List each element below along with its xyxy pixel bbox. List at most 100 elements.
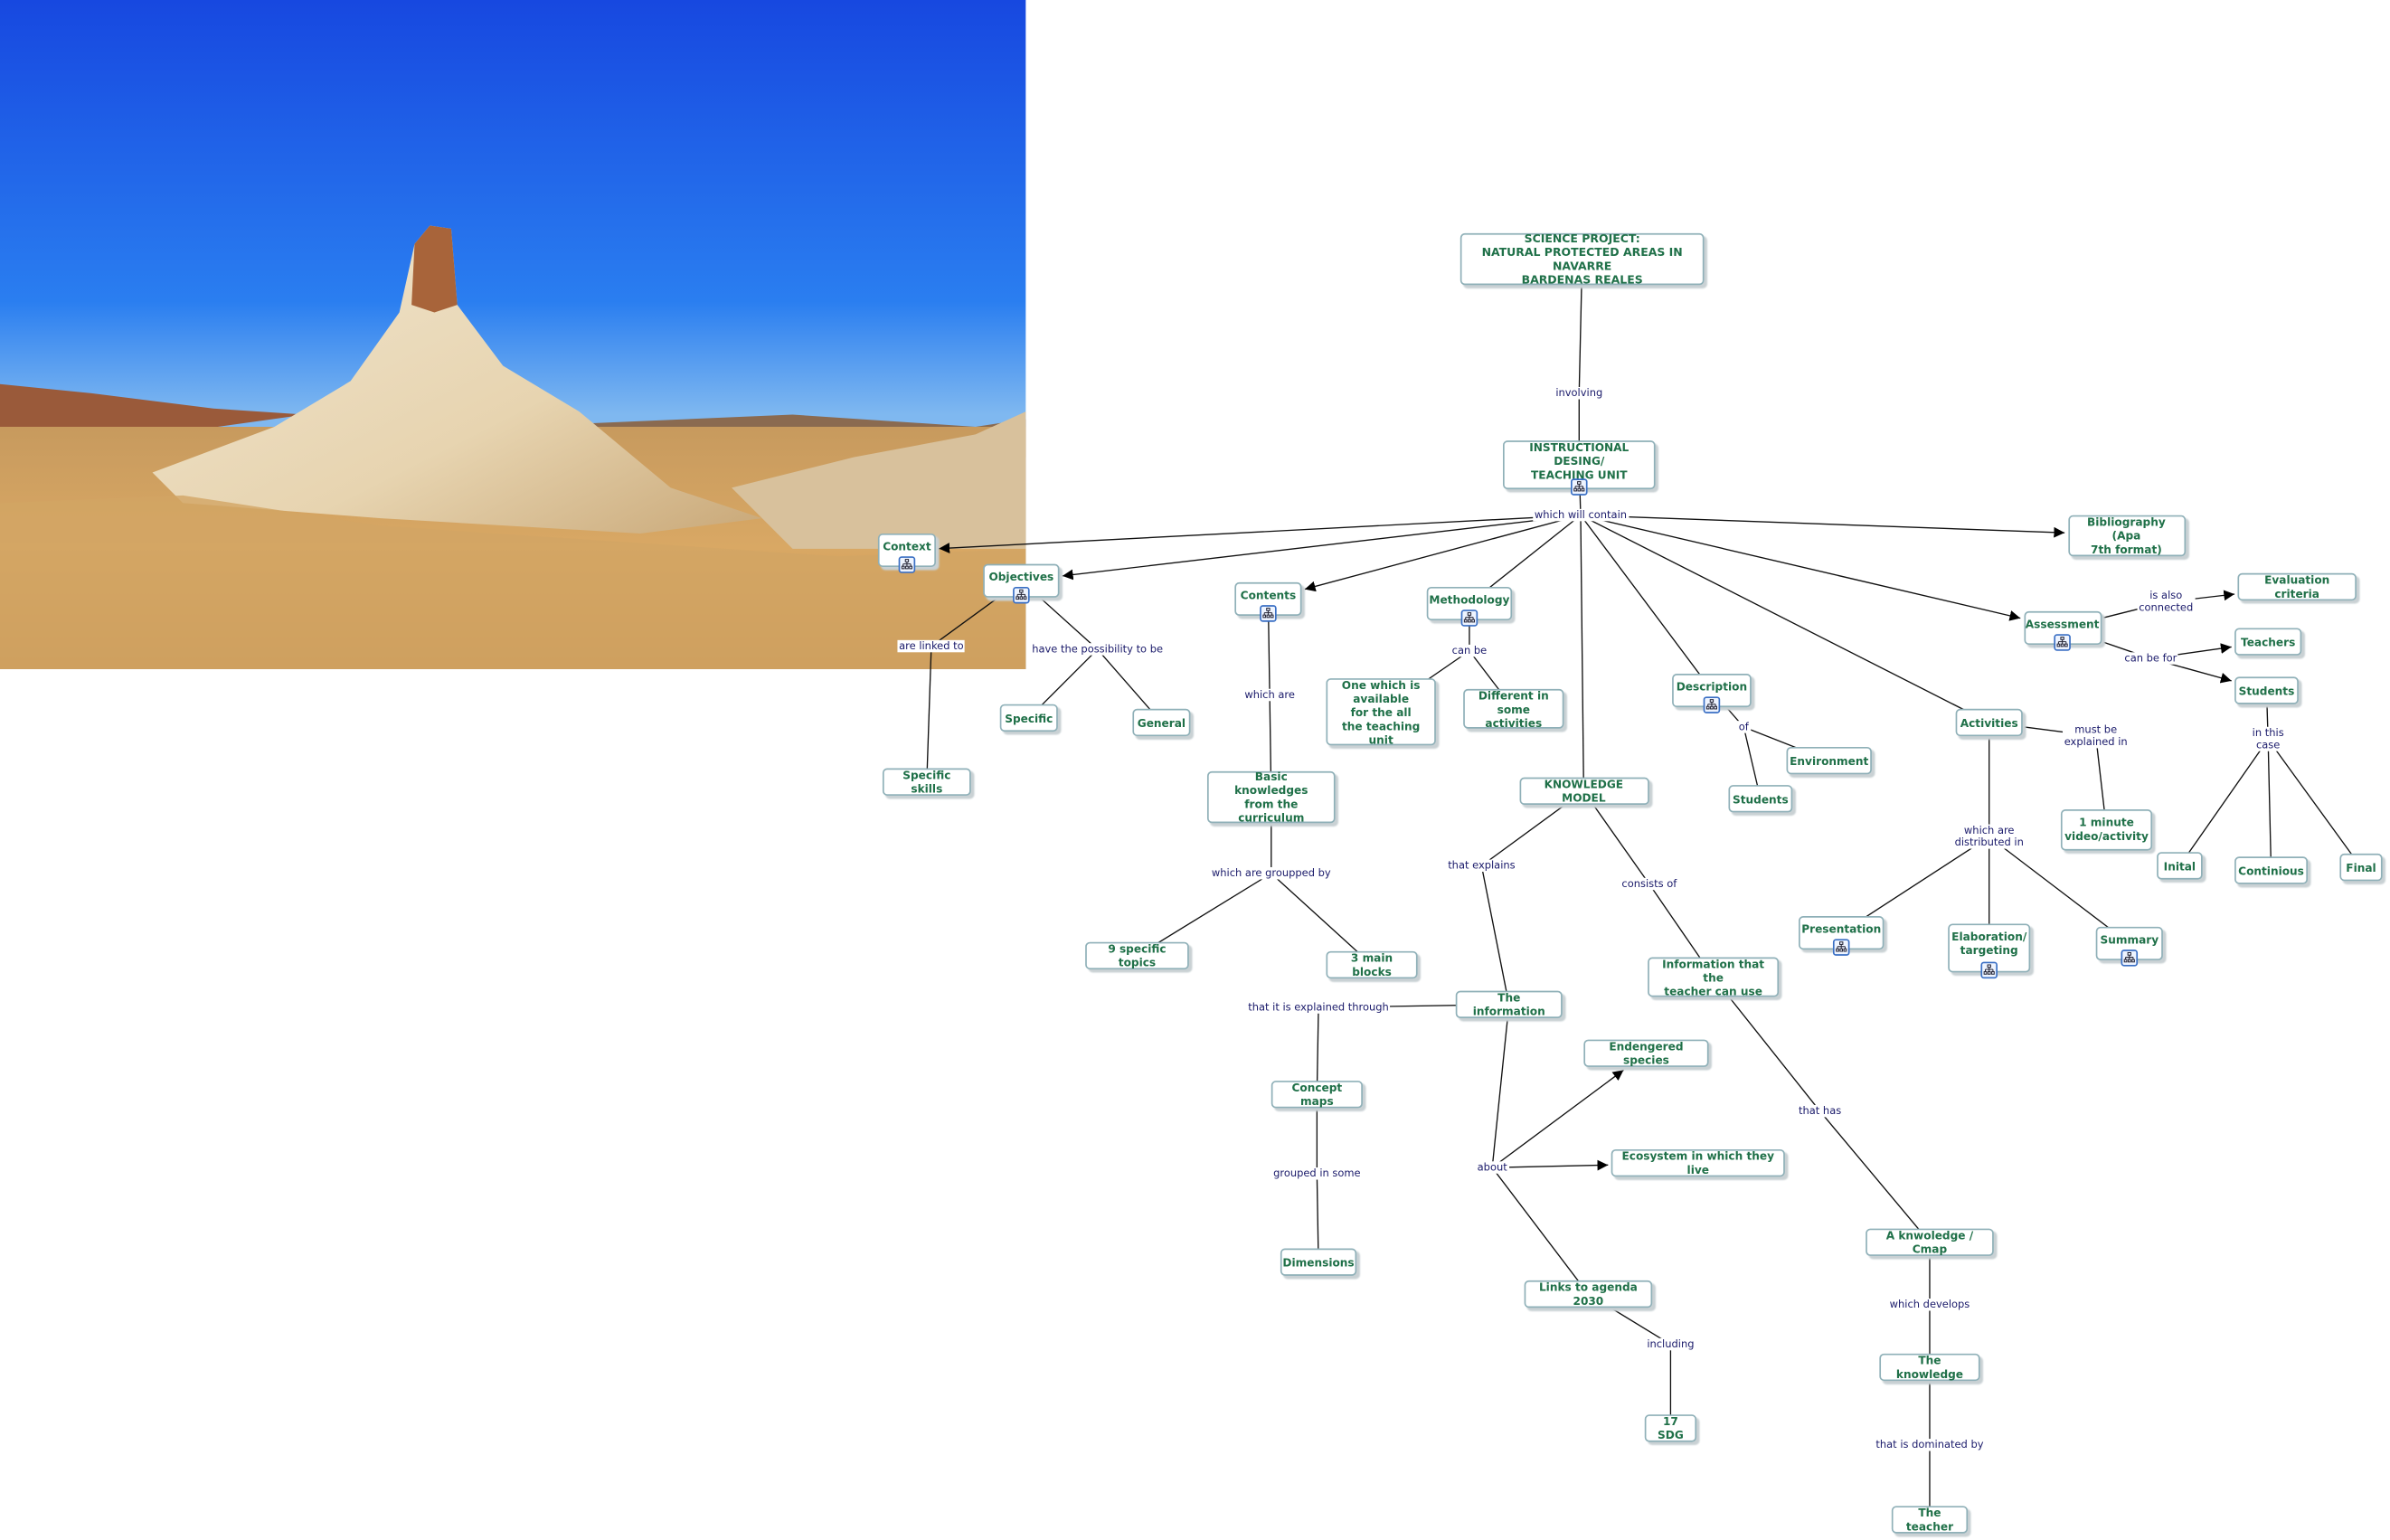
- concept-node-video[interactable]: 1 minute video/activity: [2060, 808, 2153, 850]
- concept-node-summary[interactable]: Summary: [2095, 926, 2163, 967]
- concept-label: Concept maps: [1291, 1081, 1343, 1109]
- concept-node-methodology[interactable]: Methodology: [1426, 586, 1513, 627]
- concept-label: Teachers: [2241, 635, 2296, 649]
- connector-will_contain-objectives: [1062, 515, 1582, 581]
- concept-node-info-teacher[interactable]: Information that the teacher can use: [1648, 957, 1780, 997]
- concept-node-elaboration[interactable]: Elaboration/ targeting: [1948, 923, 2031, 979]
- link-label-possibility: have the possibility to be: [1030, 643, 1165, 656]
- connector-explained_through-concept_maps: [1316, 1007, 1319, 1095]
- concept-label: Continious: [2238, 863, 2304, 878]
- link-label-consists: consists of: [1620, 877, 1678, 891]
- concept-node-general[interactable]: General: [1132, 708, 1191, 737]
- concept-label: Environment: [1790, 753, 1869, 768]
- concept-label: Context: [883, 538, 931, 553]
- concept-label: Ecosystem in which they live: [1621, 1148, 1774, 1177]
- connector-grouped_some-dimensions: [1316, 1173, 1319, 1262]
- concept-node-objectives[interactable]: Objectives: [983, 563, 1060, 604]
- link-label-which-are: which are: [1242, 688, 1297, 702]
- concept-label: General: [1137, 715, 1186, 730]
- concept-label: Inital: [2163, 858, 2196, 874]
- concept-label: 1 minute video/activity: [2064, 815, 2149, 844]
- concept-label: Assessment: [2025, 616, 2100, 630]
- connector-about-ecosystem: [1492, 1159, 1609, 1171]
- submap-icon[interactable]: [1260, 605, 1277, 622]
- concept-label: Specific skills: [902, 768, 951, 796]
- concept-label: 9 specific topics: [1108, 941, 1167, 970]
- submap-icon[interactable]: [898, 556, 916, 573]
- concept-node-students-m[interactable]: Students: [1728, 785, 1793, 813]
- bardenas-reales-photo: [0, 0, 1026, 669]
- link-label-grouped-some: grouped in some: [1271, 1167, 1363, 1180]
- concept-node-activities[interactable]: Activities: [1955, 708, 2023, 737]
- concept-node-environment[interactable]: Environment: [1786, 746, 1872, 775]
- concept-label: Objectives: [988, 569, 1054, 583]
- concept-node-students-r[interactable]: Students: [2234, 676, 2299, 704]
- connector-this_case-initial: [2178, 739, 2269, 866]
- concept-node-different[interactable]: Different in some activities: [1463, 688, 1564, 730]
- concept-node-the-teacher[interactable]: The teacher: [1891, 1506, 1969, 1534]
- concept-node-description[interactable]: Description: [1672, 674, 1752, 713]
- concept-label: Dimensions: [1282, 1255, 1355, 1270]
- submap-icon[interactable]: [1980, 961, 1998, 979]
- concept-label: Basic knowledges from the curriculum: [1234, 770, 1308, 825]
- concept-label: Students: [2238, 683, 2295, 698]
- concept-label: SCIENCE PROJECT: NATURAL PROTECTED AREAS…: [1481, 231, 1683, 288]
- connector-this_case-continious: [2267, 739, 2272, 871]
- concept-label: Final: [2346, 860, 2376, 874]
- concept-label: Description: [1676, 678, 1748, 694]
- concept-node-concept-maps[interactable]: Concept maps: [1271, 1081, 1363, 1109]
- concept-node-final[interactable]: Final: [2339, 853, 2383, 882]
- concept-node-contents[interactable]: Contents: [1234, 581, 1302, 622]
- concept-label: Activities: [1960, 715, 2018, 730]
- concept-node-knowledge-model[interactable]: KNOWLEDGE MODEL: [1518, 777, 1648, 805]
- concept-node-teachers[interactable]: Teachers: [2234, 628, 2302, 656]
- concept-node-continious[interactable]: Continious: [2234, 856, 2308, 884]
- concept-label: Links to agenda 2030: [1538, 1280, 1638, 1309]
- link-label-explains: that explains: [1446, 859, 1517, 873]
- submap-icon[interactable]: [2121, 950, 2139, 967]
- concept-node-unit[interactable]: INSTRUCTIONAL DESING/ TEACHING UNIT: [1503, 439, 1656, 496]
- concept-node-basic[interactable]: Basic knowledges from the curriculum: [1206, 770, 1336, 825]
- link-label-involving: involving: [1554, 387, 1604, 400]
- link-label-must-be: must be explained in: [2063, 723, 2130, 749]
- concept-node-bibliography[interactable]: Bibliography (Apa 7th format): [2067, 514, 2186, 556]
- concept-node-the-knowledge[interactable]: The knowledge: [1879, 1353, 1980, 1382]
- concept-node-agenda[interactable]: Links to agenda 2030: [1524, 1280, 1653, 1309]
- concept-node-blocks[interactable]: 3 main blocks: [1326, 950, 1418, 979]
- concept-node-sdg[interactable]: 17 SDG: [1644, 1414, 1697, 1442]
- link-label-will-contain: which will contain: [1533, 508, 1629, 522]
- link-label-distributed: which are distributed in: [1952, 824, 2026, 850]
- link-label-develops: which develops: [1887, 1298, 1971, 1311]
- concept-node-ecosystem[interactable]: Ecosystem in which they live: [1611, 1148, 1785, 1177]
- concept-node-information[interactable]: The information: [1455, 990, 1563, 1018]
- concept-node-specific[interactable]: Specific: [999, 704, 1058, 732]
- connector-info_teacher-that_has: [1713, 977, 1821, 1112]
- link-label-also-connected: is also connected: [2137, 590, 2195, 615]
- concept-node-root[interactable]: SCIENCE PROJECT: NATURAL PROTECTED AREAS…: [1460, 231, 1705, 288]
- concept-node-one-which[interactable]: One which is available for the all the t…: [1326, 677, 1436, 746]
- concept-node-species[interactable]: Endengered species: [1583, 1039, 1709, 1067]
- submap-icon[interactable]: [1460, 609, 1478, 627]
- concept-node-specific-skills[interactable]: Specific skills: [882, 768, 971, 796]
- submap-icon[interactable]: [1571, 478, 1588, 496]
- concept-node-presentation[interactable]: Presentation: [1799, 916, 1885, 956]
- link-label-explained-through: that it is explained through: [1246, 1001, 1391, 1015]
- concept-label: 3 main blocks: [1350, 950, 1393, 979]
- concept-node-evaluation[interactable]: Evaluation criteria: [2237, 572, 2357, 601]
- link-label-can-be: can be: [1450, 644, 1488, 657]
- concept-label: A knwoledge / Cmap: [1885, 1228, 1974, 1256]
- link-label-can-be-for: can be for: [2122, 652, 2179, 666]
- connector-will_contain-activities: [1580, 515, 1990, 723]
- submap-icon[interactable]: [2054, 634, 2071, 651]
- submap-icon[interactable]: [1703, 696, 1721, 713]
- concept-node-topics[interactable]: 9 specific topics: [1085, 941, 1189, 970]
- connector-that_has-cmap: [1819, 1110, 1931, 1243]
- submap-icon[interactable]: [1013, 586, 1030, 604]
- concept-node-initial[interactable]: Inital: [2157, 852, 2203, 880]
- concept-node-assessment[interactable]: Assessment: [2023, 610, 2102, 651]
- concept-node-context[interactable]: Context: [877, 533, 936, 573]
- submap-icon[interactable]: [1832, 939, 1850, 956]
- link-label-about: about: [1475, 1161, 1509, 1175]
- concept-node-dimensions[interactable]: Dimensions: [1280, 1248, 1357, 1276]
- concept-node-cmap[interactable]: A knwoledge / Cmap: [1866, 1228, 1994, 1256]
